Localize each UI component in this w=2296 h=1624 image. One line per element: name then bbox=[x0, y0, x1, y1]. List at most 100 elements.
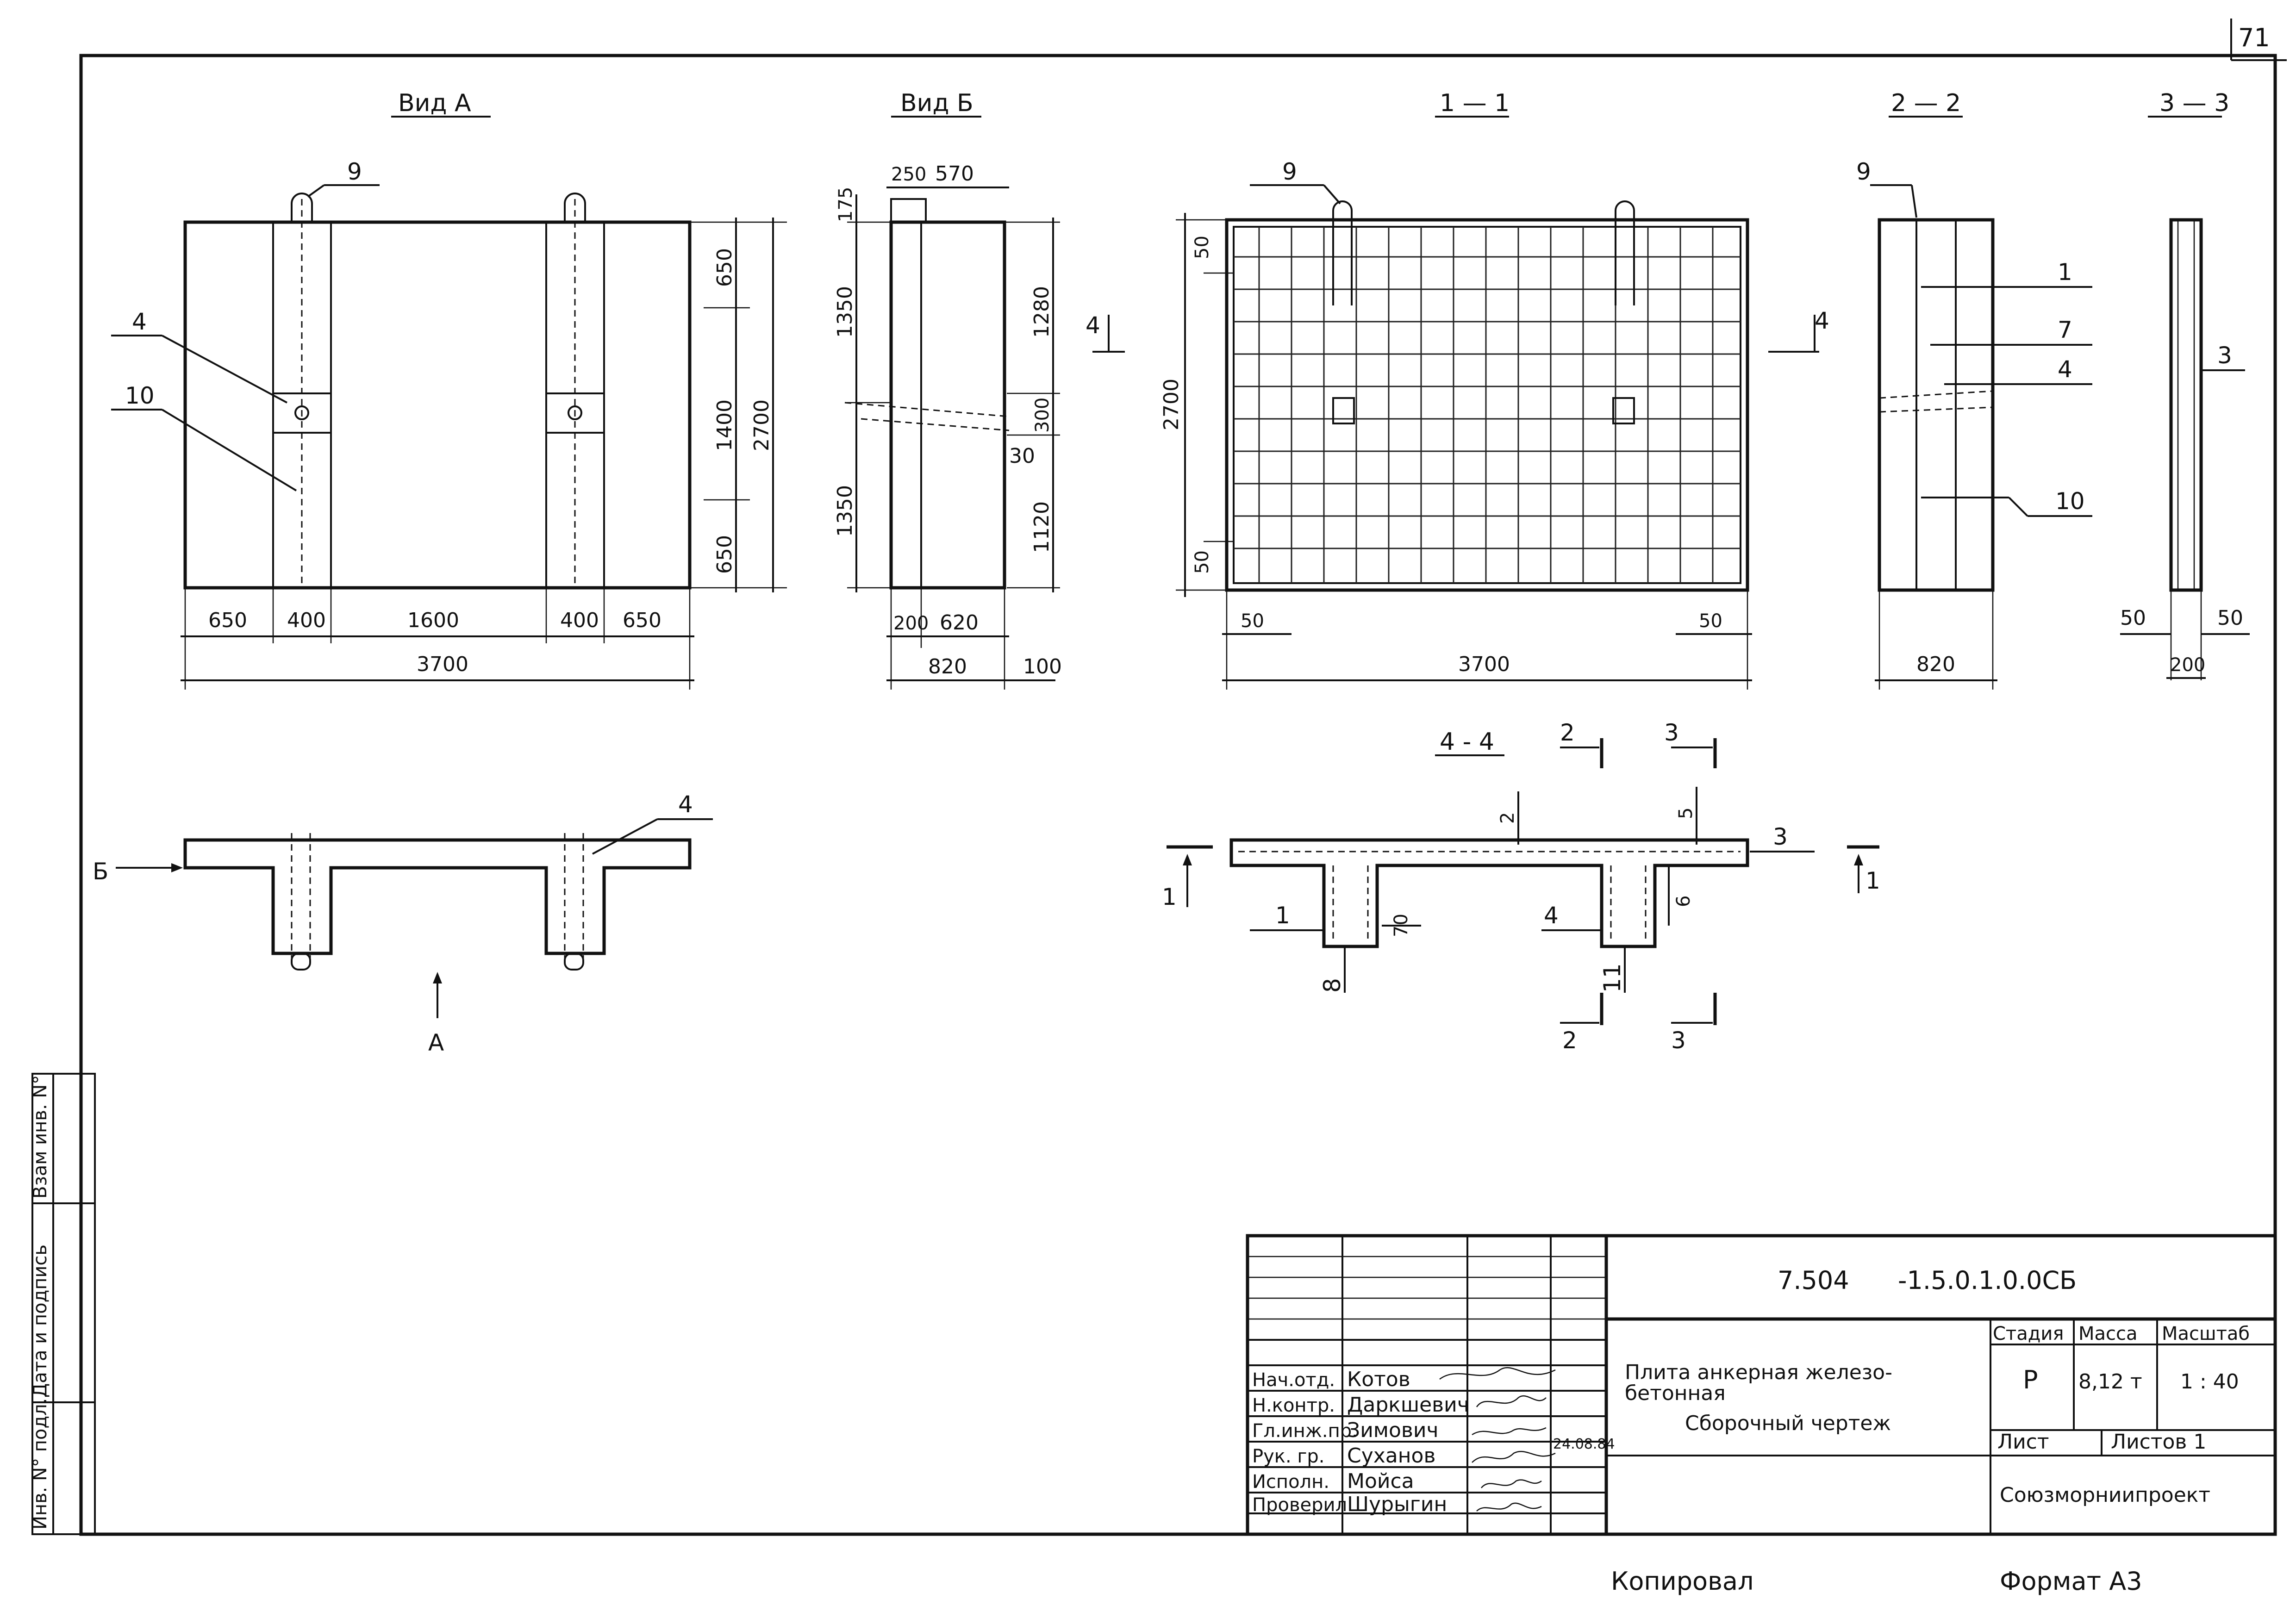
role-4: Исполн. bbox=[1252, 1471, 1329, 1493]
sec-4-4-callout-70: 70 bbox=[1391, 914, 1412, 937]
vid-b-dim-200: 200 bbox=[893, 613, 929, 634]
sec-1-1-dim-3700: 3700 bbox=[1458, 653, 1510, 676]
name-2: Зимович bbox=[1347, 1419, 1438, 1442]
signatures bbox=[1439, 1367, 1556, 1512]
sheet-number: 71 bbox=[2238, 23, 2270, 52]
vid-a-dim-650-top: 650 bbox=[713, 248, 736, 287]
vid-b-dim-620: 620 bbox=[940, 611, 979, 635]
name-1: Даркшевич bbox=[1347, 1393, 1469, 1417]
sec-3-3-title: 3 — 3 bbox=[2159, 89, 2229, 117]
name-0: Котов bbox=[1347, 1368, 1410, 1391]
vid-a-dim-650-bot: 650 bbox=[713, 535, 736, 574]
doc-code-2: -1.5.0.1.0.0СБ bbox=[1898, 1266, 2077, 1295]
name-3: Суханов bbox=[1347, 1444, 1435, 1468]
sec-3-3-dim-50-l: 50 bbox=[2120, 606, 2146, 630]
name-5: Шурыгин bbox=[1347, 1493, 1447, 1516]
vid-a-dim-2700: 2700 bbox=[750, 399, 774, 451]
title-line-3: Сборочный чертеж bbox=[1685, 1412, 1891, 1435]
vid-b-title: Вид Б bbox=[900, 89, 973, 117]
date-value: 24.08.84 bbox=[1553, 1436, 1615, 1452]
sec-2-2-dim-820: 820 bbox=[1916, 653, 1955, 676]
sec-2-2-callout-7: 7 bbox=[2058, 317, 2072, 343]
doc-code-1: 7.504 bbox=[1778, 1266, 1849, 1295]
sec-1-1-callout-9: 9 bbox=[1282, 158, 1297, 185]
sec-4-4-title: 4 - 4 bbox=[1440, 728, 1494, 756]
sec-4-4-side-1-left: 1 bbox=[1162, 884, 1177, 910]
vid-b-dim-250: 250 bbox=[891, 164, 926, 185]
view-vid-b: Вид Б 250 570 175 1350 1350 1280 300 30 … bbox=[833, 89, 1062, 690]
plan-arrow-a-label: А bbox=[428, 1029, 444, 1056]
vid-b-dim-175: 175 bbox=[835, 187, 856, 222]
sec-1-1-dim-50-l: 50 bbox=[1241, 610, 1264, 632]
sec-1-1-dim-50-top: 50 bbox=[1192, 236, 1213, 259]
footer-format: Формат А3 bbox=[2000, 1567, 2142, 1596]
sec-1-1-marker-4: 4 bbox=[1086, 312, 1100, 339]
vid-a-dim-1400: 1400 bbox=[713, 399, 736, 451]
footer-copied: Копировал bbox=[1611, 1567, 1754, 1596]
mass-value: 8,12 т bbox=[2078, 1370, 2142, 1394]
sec-4-4-callout-11: 11 bbox=[1599, 963, 1626, 993]
vid-a-title: Вид А bbox=[398, 89, 471, 117]
vid-b-dim-300: 300 bbox=[1032, 398, 1053, 433]
sec-1-1-title: 1 — 1 bbox=[1440, 89, 1510, 117]
col-stage: Стадия bbox=[1993, 1323, 2064, 1344]
name-4: Мойса bbox=[1347, 1469, 1414, 1493]
view-section-3-3: 3 — 3 3 50 50 200 bbox=[2120, 89, 2250, 680]
vid-a-dim-400-l: 400 bbox=[287, 609, 326, 632]
role-0: Нач.отд. bbox=[1252, 1369, 1335, 1391]
vid-a-callout-9: 9 bbox=[347, 158, 362, 185]
vid-b-dim-1350-top: 1350 bbox=[833, 286, 857, 338]
vid-b-dim-570: 570 bbox=[935, 162, 974, 186]
vid-b-dim-30: 30 bbox=[1009, 444, 1035, 468]
vid-a-callout-4: 4 bbox=[132, 308, 147, 335]
sec-4-4-callout-4: 4 bbox=[1544, 902, 1559, 929]
vid-a-dim-650-r: 650 bbox=[623, 609, 661, 632]
sec-3-3-dim-200: 200 bbox=[2170, 654, 2205, 676]
role-5: Проверил bbox=[1252, 1494, 1347, 1516]
plan-callout-4: 4 bbox=[678, 791, 693, 818]
vid-a-dim-650-l: 650 bbox=[208, 609, 247, 632]
title-line-2: бетонная bbox=[1625, 1381, 1726, 1405]
sec-4-4-callout-1: 1 bbox=[1275, 902, 1290, 929]
sec-4-4-callout-5: 5 bbox=[1675, 808, 1697, 819]
title-block: 7.504 -1.5.0.1.0.0СБ Плита анкерная желе… bbox=[1246, 1234, 2277, 1536]
sec-2-2-title: 2 — 2 bbox=[1891, 89, 1961, 117]
col-mass: Масса bbox=[2078, 1323, 2138, 1344]
sec-4-4-callout-3: 3 bbox=[1773, 823, 1788, 850]
drawing-frame bbox=[79, 54, 2277, 1536]
sec-4-4-cut-3-top: 3 bbox=[1664, 719, 1679, 746]
sec-4-4-cut-2-bot: 2 bbox=[1562, 1027, 1577, 1054]
sec-4-4-callout-2: 2 bbox=[1497, 812, 1518, 824]
sec-3-3-dim-50-r: 50 bbox=[2217, 606, 2243, 630]
vid-a-dim-3700: 3700 bbox=[417, 653, 468, 676]
view-section-2-2: 2 — 2 9 1 7 4 10 4 820 bbox=[1768, 89, 2092, 690]
role-2: Гл.инж.пр. bbox=[1252, 1420, 1358, 1442]
view-section-4-4: 4 - 4 2 3 2 3 1 1 2 5 3 6 bbox=[1162, 719, 1880, 1054]
vid-b-dim-1120: 1120 bbox=[1030, 501, 1054, 553]
vid-a-dim-1600: 1600 bbox=[407, 609, 459, 632]
vid-a-dim-400-r: 400 bbox=[560, 609, 599, 632]
plan-arrow-b-label: Б bbox=[93, 858, 108, 885]
sec-4-4-cut-2-top: 2 bbox=[1560, 719, 1575, 746]
sec-2-2-marker-4: 4 bbox=[1815, 307, 1829, 334]
sec-4-4-cut-3-bot: 3 bbox=[1671, 1027, 1686, 1054]
vid-b-dim-1280: 1280 bbox=[1030, 286, 1054, 338]
view-vid-a: Вид А 9 4 10 650 1400 650 2700 bbox=[111, 89, 787, 690]
col-scale: Масштаб bbox=[2162, 1323, 2250, 1344]
vid-a-callout-10: 10 bbox=[125, 382, 155, 409]
view-plan: 4 Б А bbox=[93, 791, 713, 1056]
sec-4-4-callout-8: 8 bbox=[1319, 978, 1346, 993]
role-1: Н.контр. bbox=[1252, 1395, 1335, 1416]
sec-1-1-dim-50-r: 50 bbox=[1699, 610, 1722, 632]
view-section-1-1: 1 — 1 9 4 50 bbox=[1086, 89, 1752, 690]
sheets-label: Листов 1 bbox=[2111, 1430, 2206, 1454]
sec-1-1-dim-2700: 2700 bbox=[1160, 379, 1183, 430]
title-line-1: Плита анкерная железо- bbox=[1625, 1361, 1892, 1384]
sec-1-1-rebar-grid bbox=[1234, 227, 1741, 583]
sheet-label: Лист bbox=[1997, 1430, 2049, 1454]
sec-2-2-callout-4: 4 bbox=[2058, 356, 2072, 383]
sec-4-4-callout-6: 6 bbox=[1673, 896, 1694, 907]
stamp-data-podpis: Дата и подпись bbox=[30, 1244, 51, 1398]
sec-2-2-callout-1: 1 bbox=[2058, 259, 2072, 286]
